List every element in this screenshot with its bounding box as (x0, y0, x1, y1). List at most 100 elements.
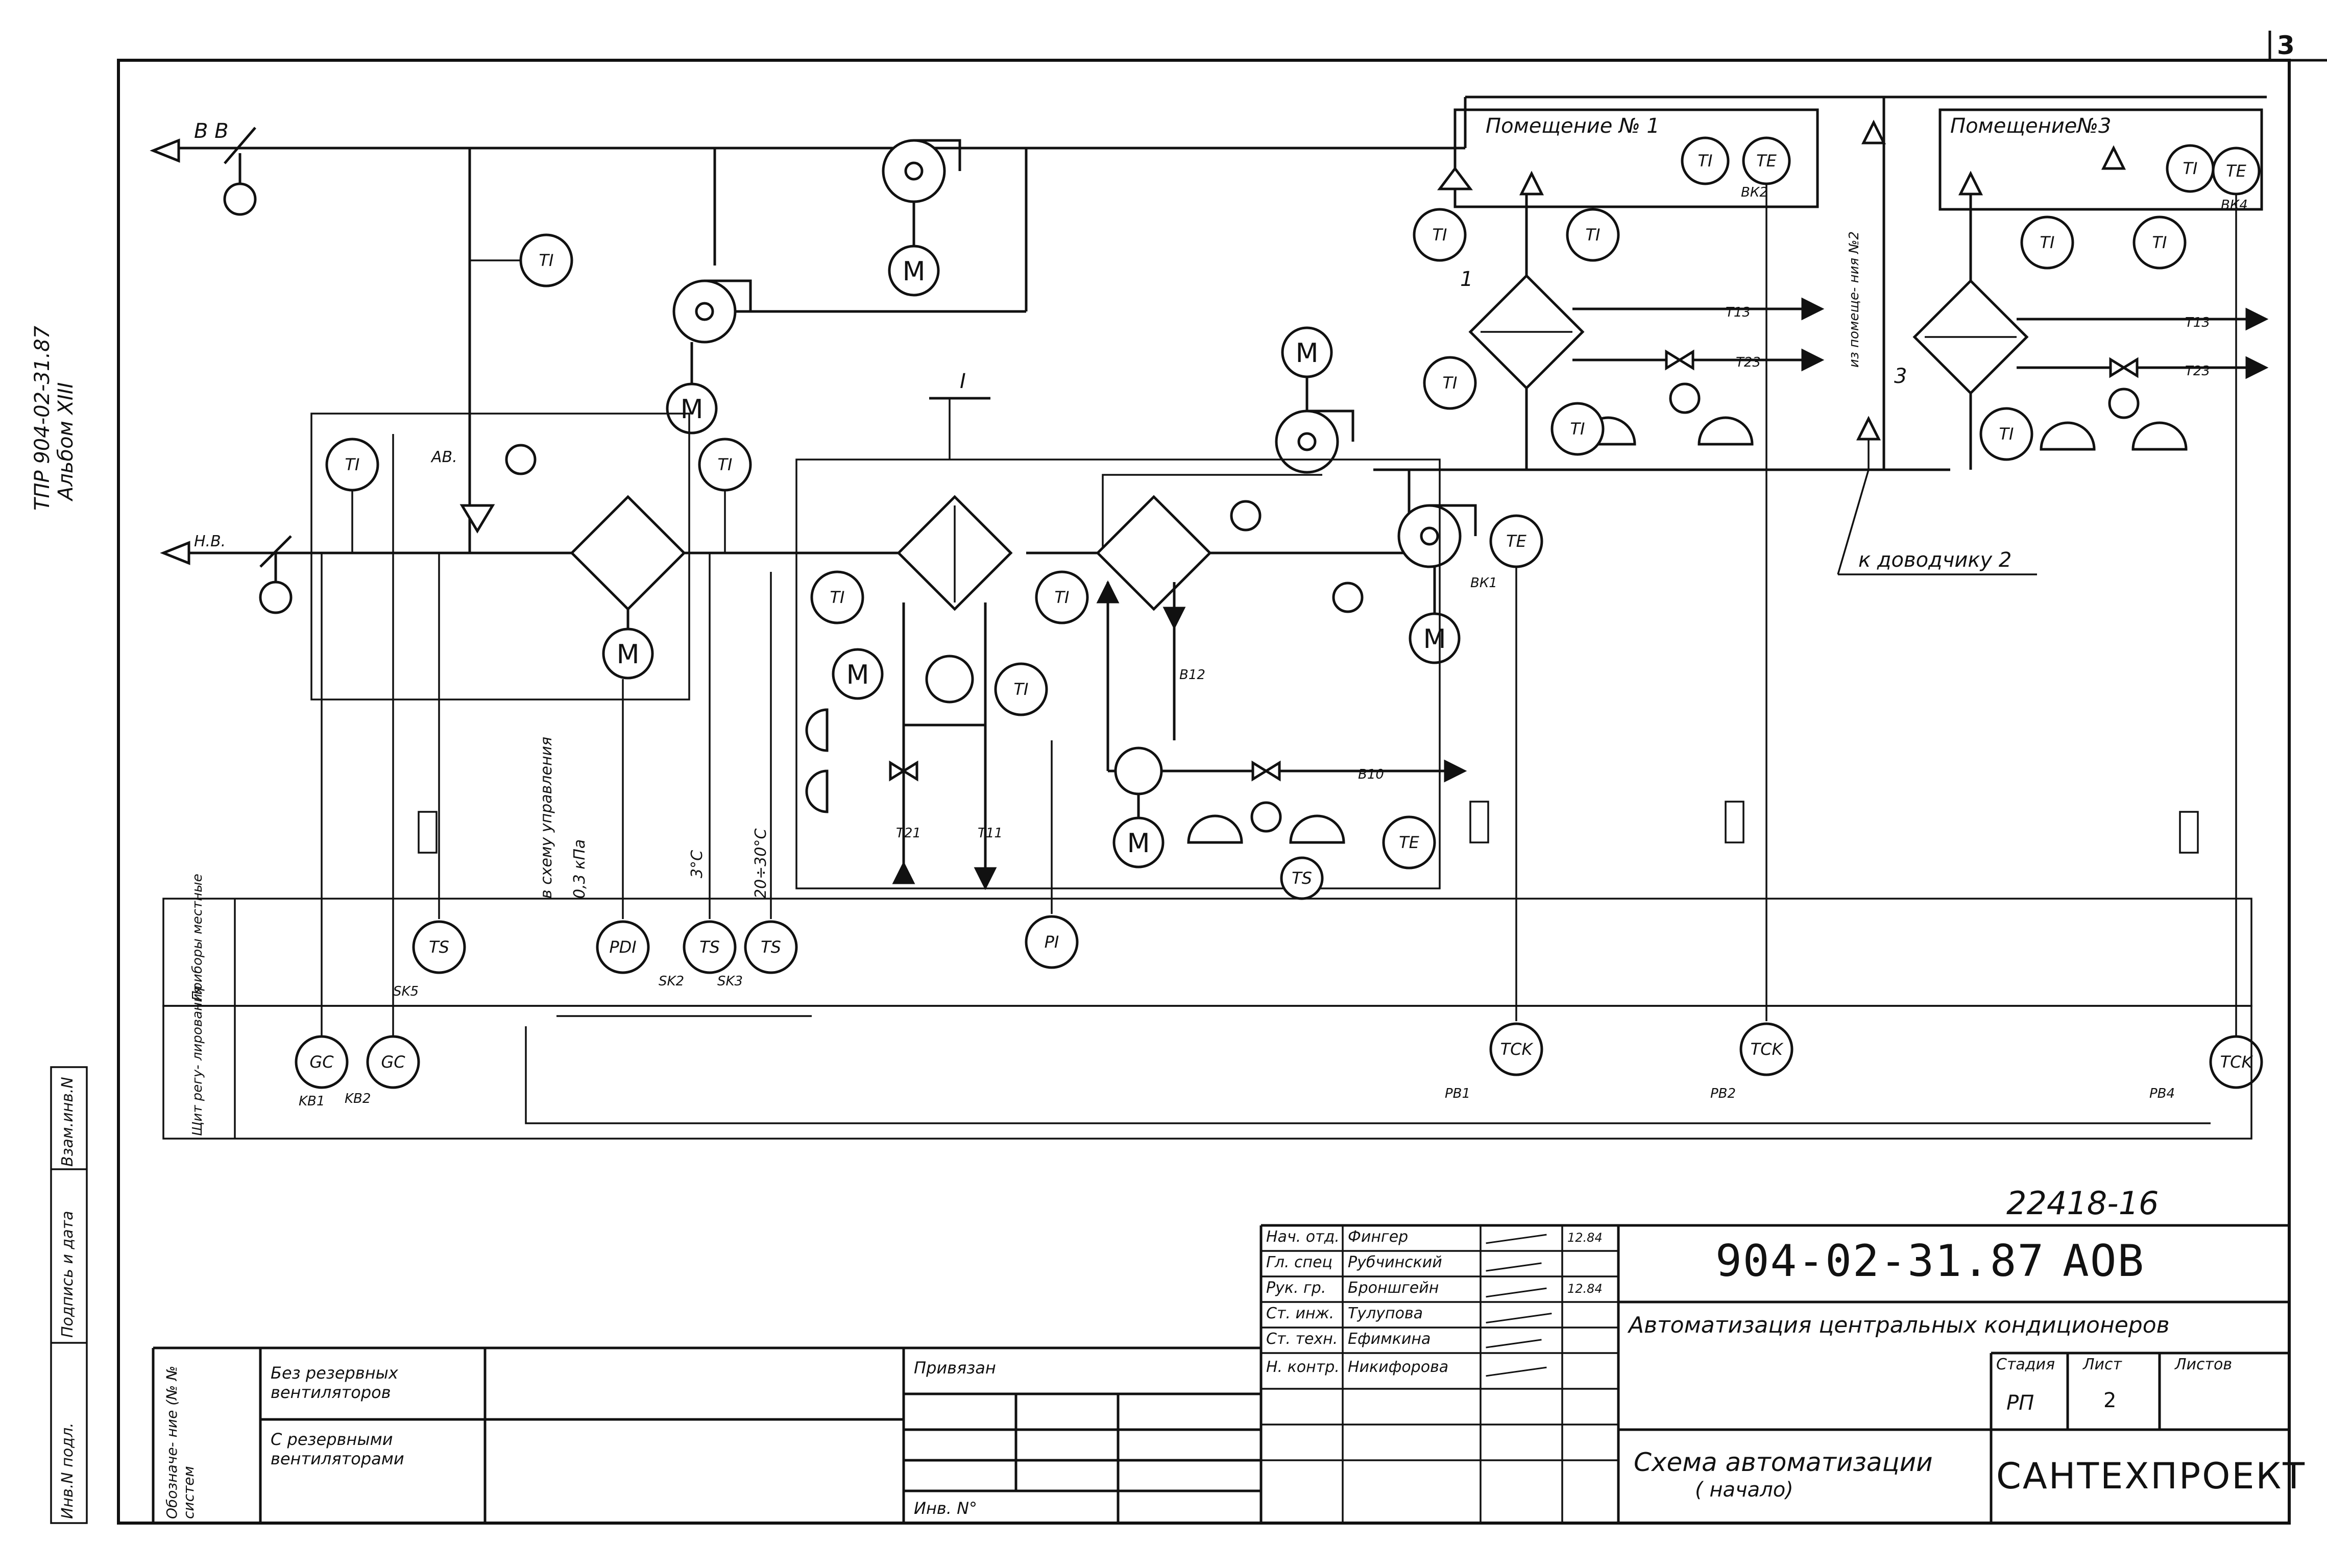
section-mark-label: I (960, 370, 966, 393)
svg-text:TI: TI (1586, 225, 1601, 245)
instrument-ts-sk2: TS (683, 553, 737, 974)
svg-text:TS: TS (1292, 869, 1312, 888)
row-local-label: Приборы местные (190, 874, 205, 1001)
pipe-labels: Т13 Т23 Т13 Т23 В12 В10 Т21 Т11 (896, 305, 2210, 841)
room-3-label: Помещение№3 (1950, 114, 2111, 138)
svg-text:PI: PI (1045, 932, 1059, 952)
instrument-tck-pb1: TCK (1489, 567, 1543, 1076)
doc-suffix: АОВ (2063, 1236, 2145, 1287)
variant-no-reserve: Без резервных вентиляторов (271, 1363, 398, 1402)
svg-text:TI: TI (830, 588, 845, 607)
water-pipes (833, 297, 2269, 890)
svg-text:TI: TI (718, 455, 733, 474)
temp1-label: 3°С (688, 850, 706, 878)
instrument-rows: Приборы местные Щит регу- лирования (162, 874, 2252, 1140)
ab-damper-label: АВ. (430, 448, 457, 466)
svg-text:TE: TE (1399, 833, 1420, 852)
bound-label: Привязан (914, 1358, 996, 1378)
variant-with-reserve: С резервными вентиляторами (271, 1430, 404, 1468)
sig-role-3: Ст. инж. (1266, 1305, 1335, 1322)
pos-kb1: KB1 (299, 1094, 325, 1109)
instrument-ti-cooler-out: TE (1382, 815, 1436, 870)
pos-rb1: РВ1 (1445, 1086, 1470, 1101)
handwritten-number: 22418-16 (2006, 1185, 2159, 1222)
svg-text:TE: TE (2226, 161, 2247, 181)
svg-text:TE: TE (1756, 151, 1777, 171)
instrument-ti-room1-wall: TI (1681, 136, 1730, 185)
pressure-label: 0,3 кПа (571, 839, 589, 899)
svg-text:PDI: PDI (609, 937, 636, 957)
damper-actuator-ab (459, 504, 495, 534)
sig-name-3: Тулупова (1348, 1305, 1423, 1322)
svg-text:TI: TI (1570, 419, 1585, 439)
instrument-te-room3: TE (2212, 147, 2261, 196)
sheet-title-line1: Схема автоматизации (1634, 1448, 1933, 1477)
svg-text:В10: В10 (1358, 767, 1384, 782)
sheet-header: Лист (2083, 1356, 2122, 1373)
sheet-frame (50, 31, 2327, 1525)
actuator-heater-a (805, 708, 829, 752)
svg-text:TCK: TCK (2220, 1052, 2254, 1072)
instrument-tck-pb4: TCK (2209, 194, 2263, 1089)
instrument-ti-room1-b: TI (1566, 208, 1620, 262)
svg-text:TI: TI (539, 251, 554, 270)
actuator-heater-b (805, 769, 829, 813)
svg-text:TCK: TCK (1500, 1040, 1534, 1059)
equipment-boundaries: I (310, 370, 1441, 889)
svg-text:Т11: Т11 (978, 826, 1003, 841)
damper-actuator-supply (1230, 500, 1262, 532)
instrument-ti-room3-b: TI (2132, 215, 2187, 270)
svg-text:TI: TI (1055, 588, 1070, 607)
pos-sk3: SK3 (717, 974, 743, 989)
svg-text:Т23: Т23 (2185, 364, 2210, 379)
svg-text:TI: TI (2040, 233, 2055, 252)
inv-label: Инв. N° (914, 1499, 977, 1518)
instrument-ti-supply: TI (1423, 356, 1477, 410)
instruments: TI TI TI TI TI TI TI TI TI TI (295, 136, 2263, 1089)
svg-text:TCK: TCK (1751, 1040, 1784, 1059)
to-scheme-label: в схему управления (538, 737, 555, 899)
instrument-gc-kb1: GC (295, 553, 349, 1089)
room-1-box: Помещение № 1 (1453, 108, 1819, 208)
recirc-air-label: В В (194, 119, 229, 143)
instrument-gc-kb2: GC (366, 434, 420, 1089)
instrument-ti-room3-a: TI (2020, 215, 2074, 270)
sig-name-0: Фингер (1348, 1228, 1409, 1246)
pos-vk4: ВК4 (2221, 198, 2248, 213)
air-duct-main (163, 95, 2267, 554)
temp2-label: 20÷30°С (752, 829, 770, 899)
instrument-te-room1: TE (1742, 136, 1791, 185)
pos-vk1: ВК1 (1470, 575, 1497, 591)
pos-sk2: SK2 (659, 974, 684, 989)
pos-kb2: KB2 (345, 1091, 371, 1106)
room-1-label: Помещение № 1 (1486, 114, 1660, 138)
to-closer-label: к доводчику 2 (1858, 548, 2011, 572)
instrument-ts-sk3: TS (744, 572, 798, 974)
from-room2-label: из помеще- ния №2 (1847, 231, 1862, 368)
instrument-tck-pb2: TCK (1739, 184, 1793, 1076)
outdoor-air-label: Н.В. (194, 533, 226, 550)
doc-code: 904-02-31.87 (1715, 1236, 2045, 1287)
fans (603, 140, 1475, 678)
pos-vk2: ВК2 (1741, 185, 1768, 200)
designation-header: Обозначе- ние (№ № систем (163, 1365, 197, 1519)
svg-text:TS: TS (761, 937, 781, 957)
room-3-box: Помещение№3 (1938, 108, 2263, 211)
svg-text:Т13: Т13 (2185, 315, 2210, 330)
instrument-ts-extra: TS (1280, 856, 1324, 900)
annotation-labels: из помеще- ния №2 к доводчику 2 в схему … (418, 119, 2199, 899)
instrument-ti-heater-out: TI (1035, 570, 1089, 624)
stage-header: Стадия (1996, 1356, 2055, 1373)
svg-text:TS: TS (699, 937, 720, 957)
svg-text:TI: TI (2152, 233, 2167, 252)
svg-text:TI: TI (1443, 373, 1458, 393)
svg-text:TI: TI (1433, 225, 1447, 245)
pos-sk5: SK5 (393, 984, 419, 999)
svg-text:GC: GC (309, 1052, 334, 1072)
svg-text:TI: TI (1698, 151, 1713, 171)
sig-name-2: Броншгейн (1348, 1279, 1439, 1297)
org-name: САНТЕХПРОЕКТ (1996, 1455, 2306, 1497)
actuators (459, 382, 2186, 842)
